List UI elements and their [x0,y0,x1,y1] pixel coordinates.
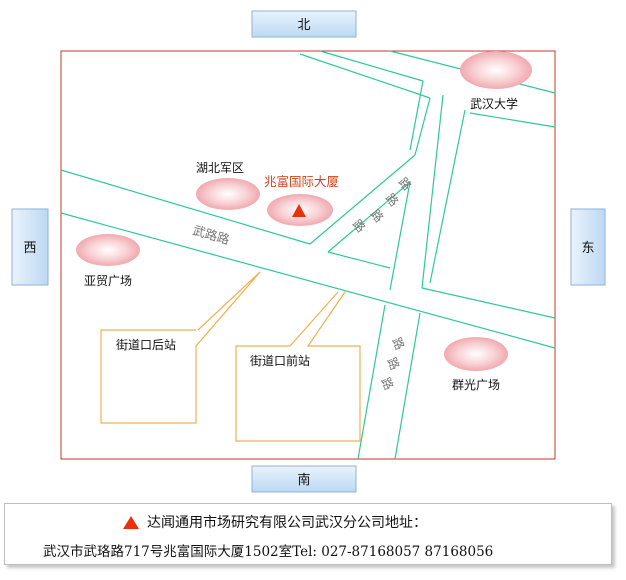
address-title-row: 达闻通用市场研究有限公司武汉分公司地址： [123,512,427,532]
label-wuhan-university: 武汉大学 [470,96,518,111]
compass-south [251,465,357,493]
triangle-marker-icon [292,204,306,217]
compass-west [11,208,49,286]
map-border [60,50,556,460]
landmark-qunguang-square [444,337,508,371]
label-qunguang-square: 群光广场 [452,378,500,392]
compass-north-label: 北 [297,18,310,33]
landmark-hubei-military [196,178,260,210]
address-text: 武汉市武珞路717号兆富国际大厦1502室Tel: 027-87168057 8… [43,544,494,560]
compass-east [570,208,606,286]
compass-north [251,10,357,38]
station-callouts [100,271,361,442]
label-south-road-2: 路 [384,355,403,372]
compass-east-label: 东 [581,241,594,256]
label-zhaofu-building: 兆富国际大厦 [264,174,339,189]
map-canvas: 武汉大学 湖北军区 兆富国际大厦 亚贸广场 群光广场 街道口后站 街道口前站 武… [11,10,606,493]
label-yamao-square: 亚贸广场 [84,274,132,288]
label-south-road-1: 路 [389,335,408,352]
label-front-station: 街道口前站 [250,353,310,368]
label-south-road-3: 路 [378,375,397,392]
road-network [60,50,556,460]
landmark-yamao-square [76,234,140,266]
landmark-wuhan-university [460,51,532,89]
label-hubei-military: 湖北军区 [196,160,244,175]
label-back-station: 街道口后站 [116,338,176,352]
address-title: 达闻通用市场研究有限公司武汉分公司地址： [147,515,427,531]
compass-south-label: 南 [297,472,310,488]
triangle-marker-icon [123,515,139,529]
compass-west-label: 西 [23,241,36,256]
address-panel: 达闻通用市场研究有限公司武汉分公司地址： 武汉市武珞路717号兆富国际大厦150… [4,503,612,565]
